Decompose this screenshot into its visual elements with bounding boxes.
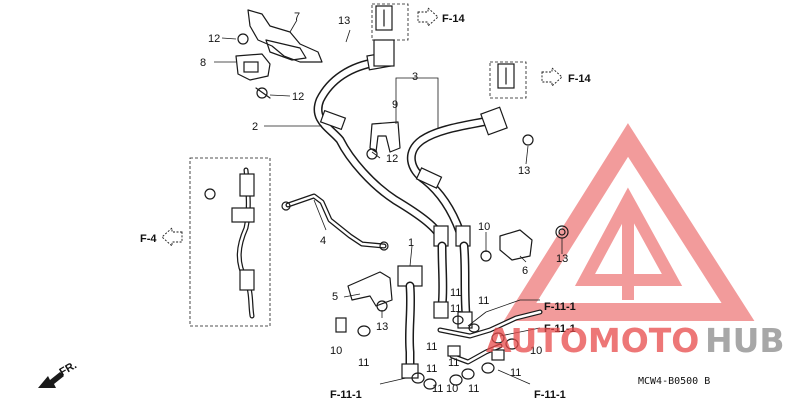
ref-f111-d: F-11-1 (534, 389, 566, 400)
ref-f111-b: F-11-1 (544, 323, 576, 335)
bracket-assembly-upper (235, 9, 323, 99)
callout-4: 4 (320, 235, 326, 247)
callout-11: 11 (450, 287, 461, 299)
callout-1: 1 (408, 237, 414, 249)
callout-7: 7 (294, 11, 300, 23)
callout-10: 10 (446, 383, 458, 395)
callout-2: 2 (252, 121, 258, 133)
brake-hose-1 (397, 265, 423, 379)
bracket-5 (347, 271, 393, 312)
front-direction-indicator: FR. (38, 359, 79, 388)
callout-11: 11 (426, 363, 437, 375)
callout-12: 12 (208, 33, 220, 45)
callout-11: 11 (478, 295, 489, 307)
watermark-wordmark: AUTOMOTO HUB (486, 321, 785, 360)
callout-8: 8 (200, 57, 206, 69)
diagram-code: MCW4-B0500 B (638, 376, 710, 387)
ref-f111-c: F-11-1 (330, 389, 362, 400)
bolts-and-washers (335, 315, 519, 390)
callout-10: 10 (530, 345, 542, 357)
brake-hose-2 (313, 51, 449, 247)
ref-f14-right: F-14 (568, 73, 592, 85)
callout-5: 5 (332, 291, 338, 303)
watermark-logo (503, 123, 755, 321)
callout-11: 11 (468, 383, 479, 395)
brake-pipe-4 (281, 193, 389, 251)
ref-f111-a: F-11-1 (544, 301, 576, 313)
callout-12: 12 (386, 153, 398, 165)
front-arrow-icon (38, 372, 64, 388)
callout-11: 11 (358, 357, 369, 369)
arrow-f14-right-icon (541, 66, 563, 88)
callout-9: 9 (392, 99, 398, 111)
callout-11: 11 (432, 383, 443, 395)
leader-lines (214, 19, 563, 385)
ref-f4: F-4 (140, 233, 157, 245)
hose-fittings-top (373, 5, 515, 89)
callout-10: 10 (478, 221, 490, 233)
watermark-text-secondary: HUB (705, 321, 785, 360)
brake-hoses-lower (433, 241, 543, 365)
callout-3: 3 (412, 71, 418, 83)
ref-f14-top: F-14 (442, 13, 466, 25)
arrow-f14-top-icon (417, 6, 439, 28)
callout-numbers: 7 13 12 8 12 3 9 2 12 13 4 1 10 6 13 5 1… (200, 11, 568, 395)
callout-10: 10 (330, 345, 342, 357)
callout-12: 12 (292, 91, 304, 103)
reference-arrows (161, 3, 563, 248)
callout-11: 11 (510, 367, 521, 379)
callout-11: 11 (450, 303, 461, 315)
clamp-9 (366, 121, 401, 160)
callout-13: 13 (376, 321, 388, 333)
callout-13: 13 (518, 165, 530, 177)
arrow-f4-icon (161, 226, 183, 248)
watermark-text-primary: AUTOMOTO (486, 321, 699, 360)
reference-labels: F-14 F-14 F-4 F-11-1 F-11-1 F-11-1 F-11-… (140, 13, 592, 400)
callout-11: 11 (448, 357, 459, 369)
front-label: FR. (58, 359, 79, 378)
callout-11: 11 (426, 341, 437, 353)
callout-6: 6 (522, 265, 528, 277)
callout-13: 13 (556, 253, 568, 265)
callout-13: 13 (338, 15, 350, 27)
left-detail-box (189, 157, 271, 327)
